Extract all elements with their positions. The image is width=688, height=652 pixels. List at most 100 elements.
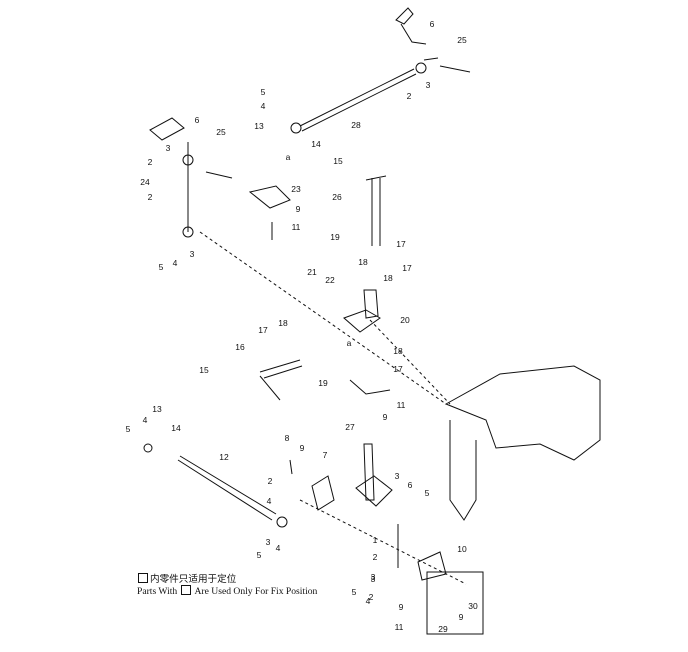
- callout-label: 17: [258, 325, 268, 335]
- callout-label: 17: [402, 263, 412, 273]
- callout-label: 4: [366, 596, 371, 606]
- rod-end-left-top: [182, 154, 194, 166]
- callout-label: 3: [190, 249, 195, 259]
- callout-labels: 6255423281314a63252242239113451526191718…: [126, 19, 478, 634]
- callout-label: 30: [468, 601, 478, 611]
- callout-label: 2: [373, 552, 378, 562]
- guide-line-2: [369, 319, 451, 405]
- callout-label: 3: [371, 572, 376, 582]
- rod-end-13: [290, 122, 302, 134]
- callout-label: 29: [438, 624, 448, 634]
- callout-label: a: [286, 152, 291, 162]
- callout-label: 9: [300, 443, 305, 453]
- callout-label: 5: [352, 587, 357, 597]
- lever-27: [349, 379, 391, 395]
- callout-label: 5: [257, 550, 262, 560]
- callout-label: 17: [396, 239, 406, 249]
- callout-label: 22: [325, 275, 335, 285]
- bracket-10: [417, 551, 447, 581]
- callout-label: 13: [152, 404, 162, 414]
- callout-label: 4: [143, 415, 148, 425]
- callout-label: a: [347, 338, 352, 348]
- callout-label: 9: [459, 612, 464, 622]
- callout-label: 5: [261, 87, 266, 97]
- callout-label: 12: [219, 452, 229, 462]
- callout-label: 24: [140, 177, 150, 187]
- note-chinese-text: 内零件只适用于定位: [150, 574, 237, 585]
- square-symbol: [180, 585, 191, 595]
- callout-label: 9: [296, 204, 301, 214]
- callout-label: 2: [148, 157, 153, 167]
- rod-end-right: [276, 516, 288, 528]
- bolt-25-left: [205, 171, 233, 179]
- callout-label: 3: [395, 471, 400, 481]
- callout-label: 5: [159, 262, 164, 272]
- note-english: Parts With Are Used Only For Fix Positio…: [137, 585, 317, 598]
- callout-label: 11: [292, 222, 301, 232]
- callout-label: 10: [457, 544, 467, 554]
- rod-end-left-bottom: [182, 226, 194, 238]
- callout-label: 18: [393, 346, 403, 356]
- bracket-7: [311, 475, 335, 511]
- callout-label: 6: [195, 115, 200, 125]
- rod-28: [299, 68, 417, 132]
- callout-label: 9: [383, 412, 388, 422]
- note-chinese: 内零件只适用于定位: [137, 573, 236, 586]
- callout-label: 18: [358, 257, 368, 267]
- lever-top: [395, 7, 427, 45]
- callout-label: 3: [166, 143, 171, 153]
- lever-left: [149, 117, 185, 141]
- callout-label: 3: [266, 537, 271, 547]
- callout-label: 9: [399, 602, 404, 612]
- callout-label: 4: [267, 496, 272, 506]
- rod-12: [177, 455, 277, 521]
- callout-label: 11: [395, 622, 404, 632]
- callout-label: 18: [278, 318, 288, 328]
- callout-label: 15: [333, 156, 343, 166]
- callout-label: 20: [400, 315, 410, 325]
- callout-label: 19: [330, 232, 340, 242]
- callout-label: 6: [430, 19, 435, 29]
- callout-label: 3: [426, 80, 431, 90]
- callout-label: 4: [261, 101, 266, 111]
- callout-label: 4: [173, 258, 178, 268]
- callout-label: 7: [323, 450, 328, 460]
- callout-label: 2: [407, 91, 412, 101]
- rod-end-top: [415, 62, 427, 74]
- callout-label: 14: [171, 423, 181, 433]
- callout-label: 14: [311, 139, 321, 149]
- callout-label: 15: [199, 365, 209, 375]
- shaft-26: [365, 175, 387, 246]
- callout-label: 5: [126, 424, 131, 434]
- bolt-25-top: [423, 57, 471, 73]
- callout-label: 28: [351, 120, 361, 130]
- inset-box: [426, 571, 484, 635]
- guide-line-1: [199, 231, 447, 405]
- lever-16: [259, 359, 303, 401]
- callout-label: 1: [373, 535, 378, 545]
- guide-line-3: [299, 499, 467, 585]
- shaft-lower: [363, 443, 375, 501]
- rod-end-left: [143, 443, 153, 453]
- bracket-20: [343, 289, 381, 333]
- square-symbol: [138, 573, 148, 583]
- callout-label: 2: [369, 592, 374, 602]
- callout-label: 2: [148, 192, 153, 202]
- callout-label: 8: [285, 433, 290, 443]
- callout-label: 4: [276, 543, 281, 553]
- callout-label: 19: [318, 378, 328, 388]
- note-prefix: Parts With: [137, 586, 178, 597]
- callout-label: 23: [291, 184, 301, 194]
- lever-lower: [355, 475, 393, 507]
- callout-label: 11: [397, 400, 406, 410]
- callout-label: 5: [425, 488, 430, 498]
- callout-label: 18: [383, 273, 393, 283]
- bracket-23: [248, 185, 291, 209]
- callout-label: 13: [254, 121, 264, 131]
- callout-label: 16: [235, 342, 245, 352]
- callout-label: 25: [216, 127, 226, 137]
- callout-label: 21: [307, 267, 317, 277]
- callout-label: 6: [408, 480, 413, 490]
